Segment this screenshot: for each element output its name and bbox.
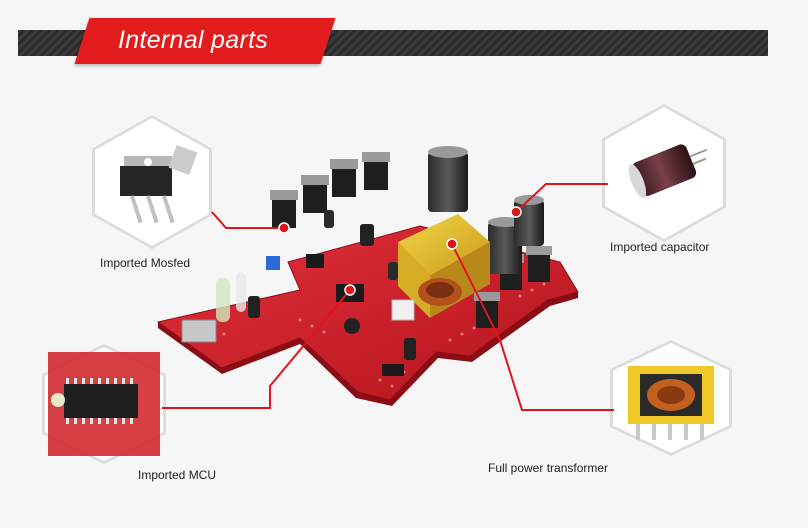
capacitor-leader-dot	[510, 206, 522, 218]
transformer-leader-dot	[446, 238, 458, 250]
transformer-label: Full power transformer	[488, 461, 609, 475]
transformer-card-image	[628, 366, 714, 440]
mcu-card-image	[48, 352, 160, 456]
mosfet-leader-line	[211, 211, 284, 229]
capacitor-card-image	[628, 144, 708, 198]
board-mosfets	[270, 152, 552, 328]
page-title: Internal parts	[118, 26, 269, 54]
mosfet-label: Imported Mosfed	[100, 256, 191, 270]
mcu-label: Imported MCU	[138, 468, 217, 482]
mosfet-card-image	[120, 144, 198, 224]
capacitor-leader-line	[515, 183, 608, 213]
mosfet-leader-dot	[278, 222, 290, 234]
transformer-leader-line	[451, 243, 614, 411]
mcu-leader-dot	[344, 284, 356, 296]
board-chips	[181, 254, 415, 376]
mcu-leader-line	[162, 289, 351, 409]
board-transformer	[398, 214, 490, 318]
callout-leader-dots	[278, 206, 522, 296]
callout-leader-lines	[162, 183, 614, 411]
capacitor-label: Imported capacitor	[610, 240, 710, 254]
